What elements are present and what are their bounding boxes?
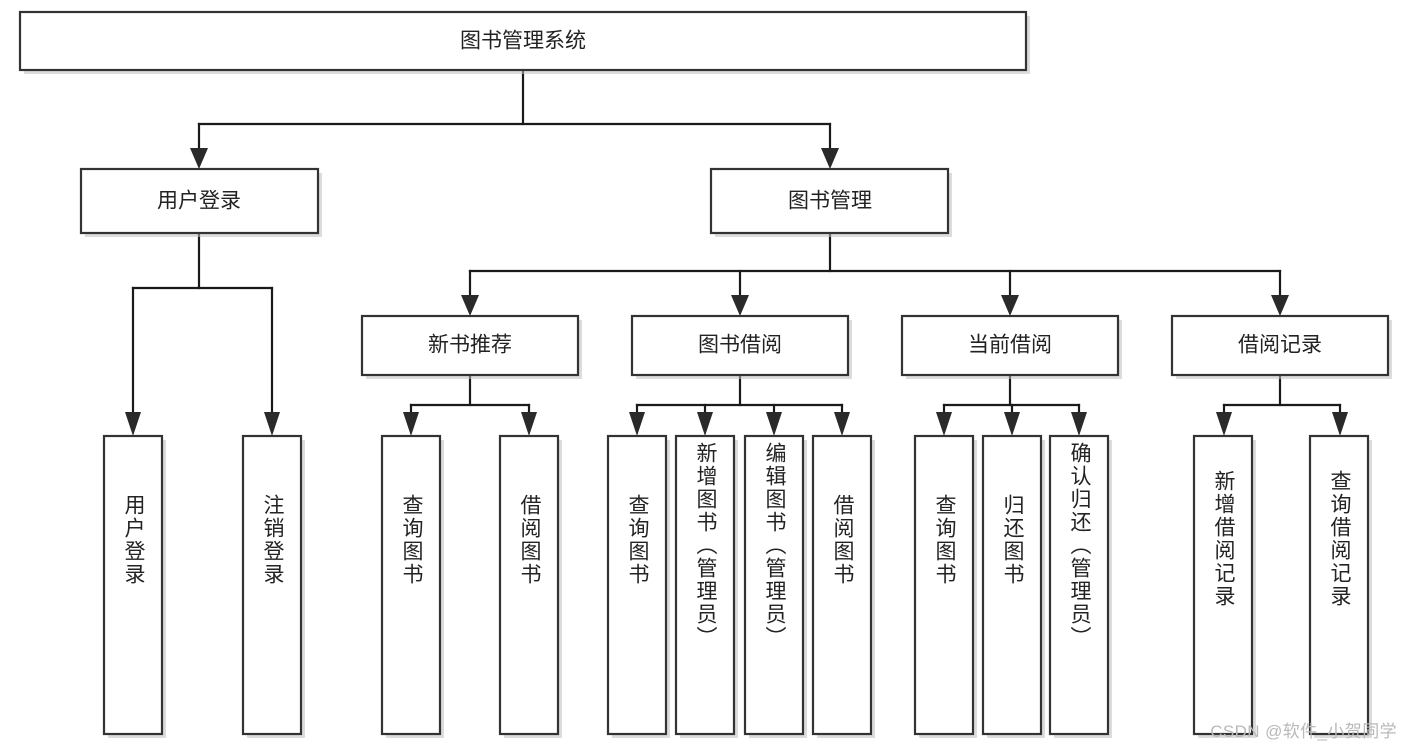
arrow-head-book-manage xyxy=(821,148,839,169)
node-layer xyxy=(18,10,1392,738)
label-layer: 图书管理系统 用户登录 图书管理 新书推荐 图书借阅 当前借阅 借阅记录 xyxy=(157,30,1322,357)
current-borrow-node-box[interactable] xyxy=(900,314,1120,377)
leaf-current-query-box[interactable] xyxy=(913,434,975,736)
arrow-head-newbook-leaf-2 xyxy=(521,412,537,436)
leaf-confirm-return-box[interactable] xyxy=(1048,434,1110,736)
watermark-text: CSDN @软件_小贺同学 xyxy=(1210,722,1397,741)
connector-layer xyxy=(125,68,1348,436)
leaf-edit-book-box[interactable] xyxy=(743,434,805,736)
arrow-head-borrowrecord-leaf-1 xyxy=(1216,412,1232,436)
user-login-node-box[interactable] xyxy=(79,167,320,235)
leaf-return-book-box[interactable] xyxy=(981,434,1043,736)
arrow-head-leaf-user-login xyxy=(125,412,141,436)
leaf-newbook-borrow-box[interactable] xyxy=(498,434,560,736)
arrow-head-borrowrecord-leaf-2 xyxy=(1332,412,1348,436)
current-borrow-node-label: 当前借阅 xyxy=(968,334,1052,357)
root-node-box[interactable] xyxy=(18,10,1028,72)
new-book-node-box[interactable] xyxy=(360,314,580,377)
arrow-head-currentborrow-leaf-1 xyxy=(936,412,952,436)
leaf-add-record-box[interactable] xyxy=(1192,434,1254,736)
arrow-head-leaf-logout xyxy=(264,412,280,436)
book-manage-node-box[interactable] xyxy=(709,167,950,235)
book-manage-node-label: 图书管理 xyxy=(788,190,872,213)
arrow-head-user-login xyxy=(190,148,208,169)
arrow-head-currentborrow-leaf-3 xyxy=(1071,412,1087,436)
leaf-borrow-book-box[interactable] xyxy=(811,434,873,736)
leaf-newbook-query-box[interactable] xyxy=(380,434,442,736)
user-login-node-label: 用户登录 xyxy=(157,190,241,213)
leaf-user-login-box[interactable] xyxy=(102,434,164,736)
arrow-head-borrow-record xyxy=(1271,295,1289,316)
root-node-label: 图书管理系统 xyxy=(460,30,586,53)
book-borrow-node-box[interactable] xyxy=(630,314,850,377)
arrow-head-bookborrow-leaf-2 xyxy=(697,412,713,436)
book-borrow-node-label: 图书借阅 xyxy=(698,334,782,357)
new-book-node-label: 新书推荐 xyxy=(428,334,512,357)
arrow-head-current-borrow xyxy=(1001,295,1019,316)
arrow-head-bookborrow-leaf-1 xyxy=(629,412,645,436)
arrow-head-newbook-leaf-1 xyxy=(403,412,419,436)
arrow-head-currentborrow-leaf-2 xyxy=(1004,412,1020,436)
leaf-add-book-box[interactable] xyxy=(674,434,736,736)
arrow-head-new-book xyxy=(461,295,479,316)
arrow-head-bookborrow-leaf-3 xyxy=(766,412,782,436)
leaf-borrow-query-box[interactable] xyxy=(606,434,668,736)
borrow-record-node-label: 借阅记录 xyxy=(1238,334,1322,357)
leaf-query-record-box[interactable] xyxy=(1308,434,1370,736)
arrow-head-bookborrow-leaf-4 xyxy=(834,412,850,436)
leaf-logout-box[interactable] xyxy=(241,434,303,736)
arrow-head-book-borrow xyxy=(731,295,749,316)
borrow-record-node-box[interactable] xyxy=(1170,314,1390,377)
